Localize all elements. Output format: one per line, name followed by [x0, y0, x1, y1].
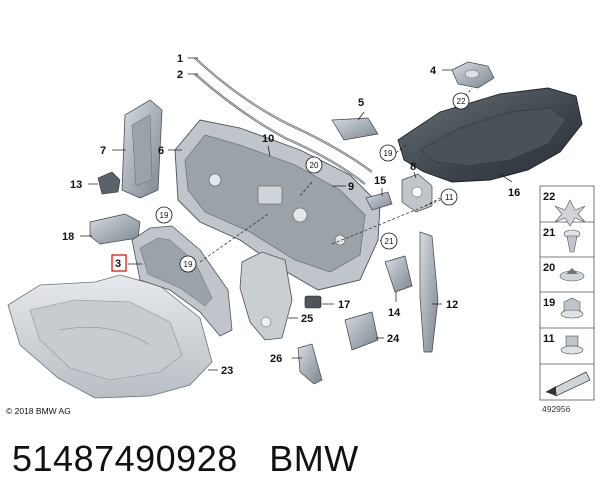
callout-10: 10	[262, 133, 274, 145]
part-26-bracket	[297, 343, 323, 385]
svg-text:19: 19	[160, 211, 169, 220]
part-17-clip	[304, 295, 322, 309]
callout-leaders	[80, 57, 513, 371]
callout-14: 14	[388, 307, 401, 319]
callout-17: 17	[338, 299, 350, 311]
callout-13: 13	[70, 179, 82, 191]
svg-text:19: 19	[384, 149, 393, 158]
circled-ref: 22	[452, 92, 470, 110]
part-6-bulkhead	[174, 119, 381, 291]
callout-6: 6	[158, 145, 164, 157]
callout-24: 24	[387, 333, 400, 345]
svg-text:11: 11	[445, 193, 454, 202]
part-8-bracket	[401, 173, 433, 213]
arrow-icon	[545, 371, 591, 397]
callout-12: 12	[446, 299, 458, 311]
part-16-insulation	[397, 87, 583, 183]
callout-18: 18	[62, 231, 74, 243]
part-14-bracket	[384, 255, 413, 293]
legend-label: 19	[543, 297, 555, 309]
part-7-side-panel	[121, 99, 163, 199]
part-12-strut	[419, 231, 439, 353]
svg-text:20: 20	[310, 161, 319, 170]
callout-3-highlight: 3	[111, 254, 127, 272]
spring-nut-icon	[559, 268, 585, 282]
fastener-legend: 22 21 20 19 11	[539, 185, 595, 401]
callout-8: 8	[410, 161, 416, 173]
svg-text:19: 19	[184, 260, 193, 269]
part-3-panel	[131, 225, 233, 337]
callout-25: 25	[301, 313, 313, 325]
legend-label: 22	[543, 191, 555, 203]
collar-nut-icon	[560, 335, 584, 355]
circled-ref: 21	[380, 232, 398, 250]
callout-16: 16	[508, 187, 520, 199]
legend-label: 21	[543, 227, 555, 239]
copyright-notice: © 2018 BMW AG	[6, 406, 71, 416]
circled-ref: 19	[179, 255, 197, 273]
part-25-panel	[239, 251, 293, 341]
part-5-plate	[331, 117, 379, 141]
part-number-caption: 51487490928 BMW	[12, 438, 359, 479]
callout-labels: 1 2 4 5 6 7 8 9 10 12 13 14 15 16 17 18 …	[62, 53, 520, 377]
push-rivet-icon	[554, 199, 586, 227]
part-4-cap	[451, 61, 495, 89]
part-15-plate	[365, 191, 393, 211]
part-1-2-seal-strips	[194, 57, 373, 185]
callout-7: 7	[100, 145, 106, 157]
callout-23: 23	[221, 365, 233, 377]
part-23-insulation-mat	[7, 274, 213, 399]
svg-text:22: 22	[457, 97, 466, 106]
svg-text:21: 21	[385, 237, 394, 246]
circled-ref: 19	[379, 144, 397, 162]
circled-refs: 22 19 20 11 21 19 19	[155, 92, 470, 273]
legend-label: 20	[543, 262, 555, 274]
circled-ref: 11	[440, 188, 458, 206]
callout-26: 26	[270, 353, 282, 365]
diagram-number: 492956	[542, 404, 571, 414]
expanding-clip-icon	[563, 229, 581, 253]
hex-nut-icon	[560, 297, 584, 319]
callout-9: 9	[348, 181, 354, 193]
circled-ref: 19	[155, 206, 173, 224]
circled-ref: 20	[305, 156, 323, 174]
callout-2: 2	[177, 69, 183, 81]
callout-5: 5	[358, 97, 364, 109]
callout-15: 15	[374, 175, 386, 187]
part-13-bracket	[97, 171, 121, 195]
legend-label: 11	[543, 333, 555, 345]
callout-3: 3	[115, 258, 121, 270]
callout-4: 4	[430, 65, 437, 77]
callout-1: 1	[177, 53, 183, 65]
part-24-bracket	[344, 311, 379, 351]
